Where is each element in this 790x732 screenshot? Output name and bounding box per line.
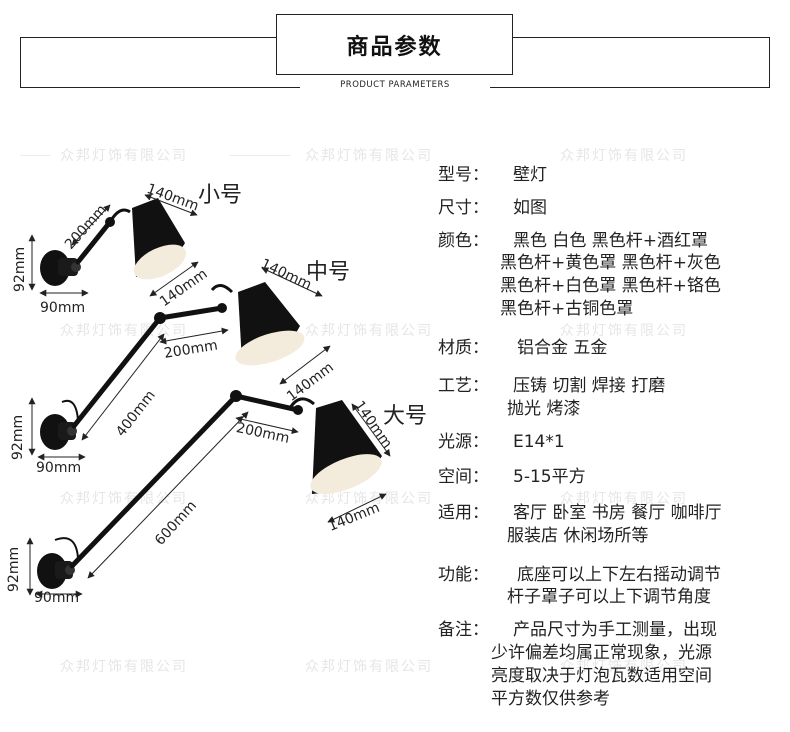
large-height-dim: 92mm — [6, 546, 22, 592]
watermark: 众邦灯饰有限公司 — [560, 323, 688, 339]
watermark: 众邦灯饰有限公司 — [305, 148, 433, 164]
spec-model-label: 型号： — [438, 165, 489, 185]
spec-color-line-4: 黑色杆+古铜色罩 — [500, 299, 634, 319]
large-base-dim: 90mm — [34, 590, 80, 606]
spec-color-line-1: 黑色 白色 黑色杆+酒红罩 — [513, 231, 709, 251]
large-lamp — [26, 390, 391, 598]
watermark: 众邦灯饰有限公司 — [560, 491, 688, 507]
spec-function-line-2: 杆子罩子可以上下调节角度 — [507, 587, 711, 607]
spec-function-line-1: 底座可以上下左右摇动调节 — [517, 565, 721, 585]
watermark: 众邦灯饰有限公司 — [305, 659, 433, 675]
page-subtitle: PRODUCT PARAMETERS — [340, 80, 450, 90]
spec-space-value: 5-15平方 — [513, 467, 586, 487]
medium-base-dim: 90mm — [36, 460, 82, 476]
lamp-illustrations — [26, 193, 391, 598]
subtitle-bg — [300, 78, 490, 96]
spec-color-label: 颜色： — [438, 231, 489, 251]
watermark: 众邦灯饰有限公司 — [560, 659, 688, 675]
spec-note-label: 备注： — [438, 620, 489, 640]
small-height-dim: 92mm — [12, 246, 28, 292]
spec-applicable-label: 适用： — [438, 503, 489, 523]
page-title: 商品参数 — [346, 35, 443, 60]
spec-note-line-1: 产品尺寸为手工测量，出现 — [513, 620, 717, 640]
size-label-medium: 中号 — [306, 260, 351, 285]
size-label-small: 小号 — [198, 183, 243, 208]
size-label-large: 大号 — [383, 404, 428, 429]
spec-note-line-2: 少许偏差均属正常现象，光源 — [491, 643, 712, 663]
medium-lamp — [28, 267, 331, 461]
spec-material-value: 铝合金 五金 — [517, 338, 608, 358]
spec-size-value: 如图 — [513, 198, 547, 218]
spec-craft-line-1: 压铸 切割 焊接 打磨 — [513, 376, 666, 396]
spec-light-label: 光源： — [438, 432, 489, 452]
small-lamp — [28, 193, 199, 297]
medium-height-dim: 92mm — [10, 414, 26, 460]
spec-color-line-3: 黑色杆+白色罩 黑色杆+铬色 — [500, 276, 721, 296]
spec-applicable-line-2: 服装店 休闲场所等 — [507, 526, 649, 546]
spec-space-label: 空间： — [438, 467, 489, 487]
spec-applicable-line-1: 客厅 卧室 书房 餐厅 咖啡厅 — [513, 503, 722, 523]
watermark: 众邦灯饰有限公司 — [560, 148, 688, 164]
watermark-line — [230, 155, 290, 156]
spec-note-line-3: 亮度取决于灯泡瓦数适用空间 — [491, 666, 712, 686]
spec-material-label: 材质： — [438, 338, 489, 358]
title-box: 商品参数 — [276, 14, 513, 75]
spec-model-value: 壁灯 — [513, 165, 547, 185]
spec-color-line-2: 黑色杆+黄色罩 黑色杆+灰色 — [500, 253, 721, 273]
small-base-dim: 90mm — [40, 300, 86, 316]
spec-light-value: E14*1 — [513, 432, 565, 452]
spec-craft-line-2: 抛光 烤漆 — [507, 399, 581, 419]
watermark-line — [20, 155, 50, 156]
spec-note-line-4: 平方数仅供参考 — [491, 689, 610, 709]
spec-size-label: 尺寸： — [438, 198, 489, 218]
watermark: 众邦灯饰有限公司 — [60, 659, 188, 675]
spec-function-label: 功能： — [438, 565, 489, 585]
watermark: 众邦灯饰有限公司 — [60, 148, 188, 164]
watermark: 众邦灯饰有限公司 — [305, 323, 433, 339]
spec-craft-label: 工艺： — [438, 376, 489, 396]
